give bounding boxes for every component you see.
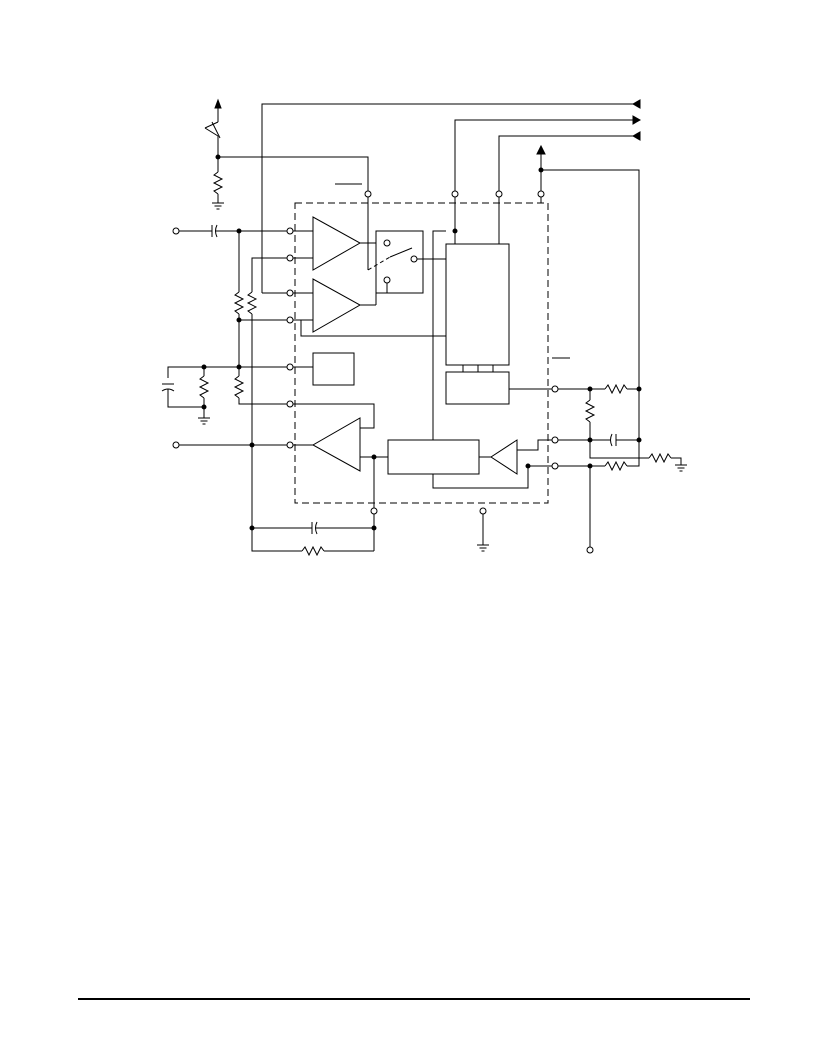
wire [293,403,375,429]
pin [286,254,294,262]
pin [370,507,378,515]
pin [451,190,459,198]
pin [551,462,559,470]
pin [286,316,294,324]
ground-symbol [198,417,210,425]
junction-dot [249,442,255,448]
pin [537,190,545,198]
wire [218,156,369,193]
resistor-bias-1 [233,291,245,315]
op-amp-3 [311,417,361,472]
wire [541,169,640,440]
wire [432,465,552,489]
wire [432,230,446,440]
pin [479,507,487,515]
coupling-capacitor [211,224,218,238]
junction-dot [371,525,377,531]
input-terminal [172,441,180,449]
wire [671,457,682,465]
wire [261,103,640,290]
ground-symbol [477,544,489,552]
pin [286,441,294,449]
feedback-capacitor [311,521,318,535]
wire [454,119,640,193]
switch-block [375,230,424,294]
resistor-to-ground [648,452,672,464]
arrow-up-icon [536,144,546,155]
driver-block [445,371,510,405]
resistor-divider [233,375,245,399]
arrow-in-icon [631,99,641,109]
resistor-feedback-bottom [604,460,628,472]
wire [238,398,287,405]
footer-rule [78,998,750,1000]
buffer-amp [490,439,518,475]
arrow-out-icon [632,115,642,125]
wire [251,257,287,292]
arrow-in-icon [631,131,641,141]
resistor-feedback-top [604,383,628,395]
logic-block [445,243,510,366]
reference-block [312,352,355,386]
switch-contact [383,239,391,247]
pin [286,227,294,235]
pin [286,289,294,297]
ic-package-outline [294,202,549,504]
input-terminal [172,227,180,235]
wire [300,320,446,337]
junction-dot [452,228,458,234]
switch-contact [410,255,418,263]
switch-arm [389,247,413,258]
op-amp-1 [312,216,362,271]
resistor-vertical-right [584,399,596,423]
wire [589,440,649,459]
control-block [387,439,480,475]
resistor-bias-2 [246,291,258,315]
transistor-switch [204,98,222,157]
wire [167,366,287,378]
op-amp-2 [312,278,362,333]
wire [251,528,302,552]
capacitor-right [610,433,617,447]
junction-dot [525,463,531,469]
wire [375,283,388,305]
ground-symbol [675,464,687,472]
junction-dot [636,386,642,392]
pin [364,190,372,198]
switch-contact [383,276,391,284]
wire [517,439,552,451]
pin [495,190,503,198]
pin [286,363,294,371]
pin [551,385,559,393]
switch-link-dashed [367,256,391,271]
pin [286,400,294,408]
junction-dot [201,404,207,410]
feedback-resistor [301,545,325,557]
resistor-pulldown-top [212,157,224,203]
output-terminal [586,546,594,554]
wire [627,440,640,467]
wire [498,135,640,193]
wire [167,389,204,408]
ground-symbol [212,202,224,210]
pin [551,436,559,444]
resistor-filter [198,375,210,399]
